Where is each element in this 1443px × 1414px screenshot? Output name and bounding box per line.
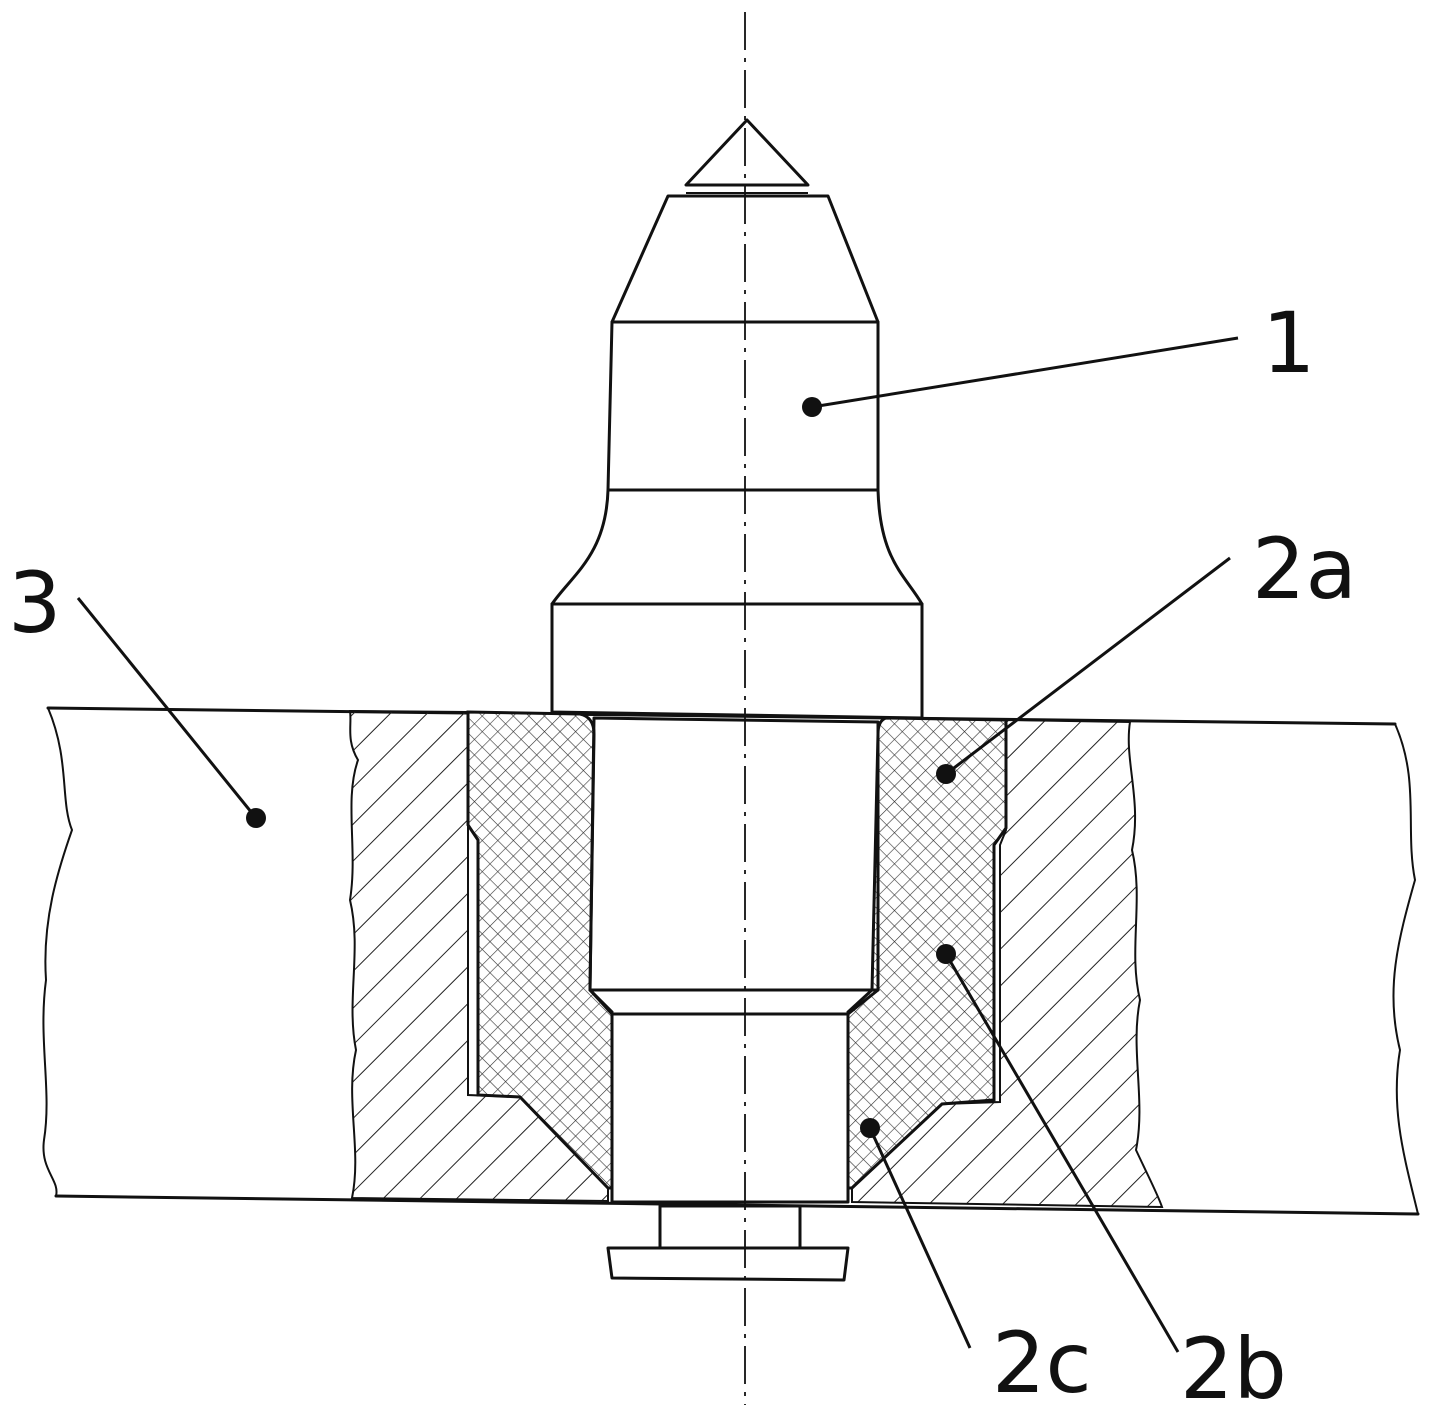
left-hatched-wall (348, 709, 609, 1203)
label-part-3: 3 (8, 554, 61, 652)
pick-shoulder (550, 602, 924, 720)
reference-labels: 1 2a 2b 2c 3 (8, 294, 1357, 1414)
pick-shank (588, 716, 880, 992)
leader-part-3 (76, 597, 258, 819)
leader-part-2b (944, 953, 1180, 1353)
dot-part-1 (802, 397, 822, 417)
leaders (76, 336, 1239, 1353)
label-part-2b: 2b (1180, 1320, 1287, 1414)
label-part-1: 1 (1262, 294, 1315, 392)
base-left-break-line (42, 707, 74, 1197)
dot-part-3 (246, 808, 266, 828)
base-section-hatching (348, 709, 1164, 1209)
pick-shank-step (588, 988, 880, 1016)
leader-part-1 (811, 336, 1239, 409)
leader-part-2c (868, 1127, 972, 1349)
dot-part-2c (860, 1118, 880, 1138)
pick-upper-collar (606, 320, 880, 492)
pick-retainer-neck (658, 1204, 802, 1250)
base-block (42, 706, 1420, 1216)
pick-tip-cone (684, 118, 810, 187)
label-part-2c: 2c (992, 1314, 1092, 1412)
dot-part-2b (936, 944, 956, 964)
label-part-2a: 2a (1252, 520, 1357, 618)
pick-lower-shank (610, 1012, 850, 1204)
pick-waist (550, 488, 924, 606)
right-hatched-wall (851, 718, 1164, 1209)
leader-part-2a (945, 556, 1231, 776)
sleeve (466, 710, 1008, 1190)
pick-retainer-ring (606, 1246, 850, 1282)
base-right-break-line (1392, 723, 1419, 1215)
dot-part-2a (936, 764, 956, 784)
pick-tool (550, 118, 924, 1282)
